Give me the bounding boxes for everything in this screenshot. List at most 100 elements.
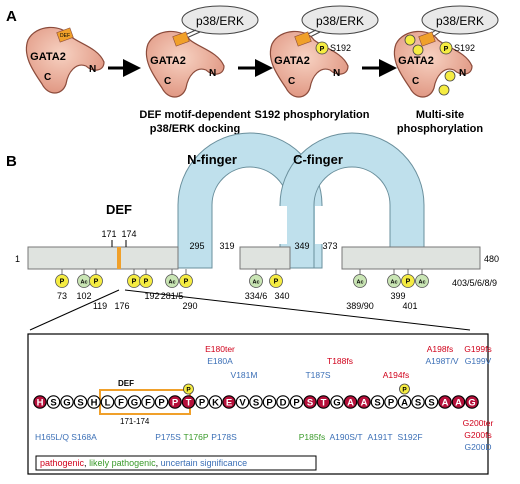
mod-site-label: 399	[390, 291, 405, 301]
gata2-step1: DEF GATA2 C N	[25, 26, 105, 94]
residue-letter: P	[293, 398, 300, 409]
residue-phospho-marker	[399, 383, 410, 395]
mutation-label-below: A190S/T	[329, 432, 362, 442]
residue-circle	[411, 395, 425, 409]
mutation-label-below: P185fs	[299, 432, 325, 442]
mod-site-symbol: Ac	[390, 280, 397, 286]
mutation-label-below: H165L/Q	[35, 432, 69, 442]
residue-letter: G	[63, 398, 70, 409]
residue-circle	[384, 395, 398, 409]
residue-circle	[424, 395, 439, 409]
def-box-label: DEF	[118, 379, 134, 388]
residue-letter: E	[226, 398, 232, 409]
phospho-site-marker	[139, 274, 153, 288]
mutation-label-below: S192F	[397, 432, 422, 442]
mod-site-label: 119	[93, 301, 107, 311]
mod-site-label: 192	[144, 291, 159, 301]
residue-circle	[343, 395, 358, 409]
mutation-label-above: E180ter	[205, 344, 235, 354]
kinase-label-2: p38/ERK	[196, 14, 244, 28]
mutation-label-below: T176P	[183, 432, 208, 442]
residue-circle	[370, 395, 385, 409]
mod-site-label: 401	[402, 301, 417, 311]
zoom-line-right	[124, 289, 471, 331]
mod-site-symbol: P	[144, 279, 149, 286]
residue-letter: P	[158, 398, 165, 409]
c-finger-arch	[279, 132, 425, 269]
phospho-site-marker	[179, 274, 193, 288]
mutation-label-below: G200D	[465, 442, 492, 452]
mod-site-symbol: P	[184, 279, 189, 286]
n-finger-gap	[213, 206, 287, 244]
residue-letter: P	[266, 398, 273, 409]
phospho-site-marker	[401, 274, 415, 288]
mutation-label-below: S168A	[71, 432, 97, 442]
residue-circle	[100, 395, 115, 409]
def-motif-2	[172, 31, 190, 47]
protein-bar-mid	[239, 246, 291, 270]
panel-b-letter: B	[6, 153, 17, 170]
legend-sep1: ,	[84, 458, 89, 468]
n-finger-label: N-finger	[187, 152, 237, 167]
mod-site-symbol: P	[274, 279, 279, 286]
phospho-d-4	[438, 84, 450, 96]
def-range-label: 171-174	[120, 417, 150, 426]
residue-circle	[181, 395, 196, 409]
gata2-step4: p38/ERK P S192 GATA2 C N Multi-site phos…	[393, 5, 499, 135]
panel-a-letter: A	[6, 8, 17, 25]
residue-letter: A	[401, 398, 408, 409]
residue-circle	[235, 395, 250, 409]
residue-circle	[276, 395, 290, 409]
residue-phospho-symbol: P	[402, 387, 407, 394]
c-term-1: C	[44, 72, 51, 83]
residue-letter: P	[199, 398, 206, 409]
acetyl-site-marker	[387, 274, 401, 288]
def-start-label: 171	[101, 229, 116, 239]
gata2-label-4: GATA2	[398, 55, 434, 67]
mutation-label-below: G200fs	[464, 430, 491, 440]
def-label: DEF	[106, 202, 132, 217]
mod-site-symbol: Ac	[80, 280, 87, 286]
mod-site-label: 73	[57, 291, 67, 301]
residue-letter: A	[347, 398, 354, 409]
mod-site-symbol: Ac	[356, 280, 363, 286]
kinase-label-3: p38/ERK	[316, 14, 364, 28]
step4-caption-2: phosphorylation	[397, 123, 483, 135]
residue-circle	[397, 395, 412, 409]
residue-letter: S	[77, 398, 83, 409]
residue-letter: G	[333, 398, 340, 409]
residue-letter: A	[455, 398, 462, 409]
residue-letter: T	[186, 398, 192, 409]
mutation-label-above: A194fs	[383, 370, 409, 380]
mod-site-label: 281/5	[161, 291, 184, 301]
n-term-1: N	[89, 64, 96, 75]
mod-site-label: 290	[182, 301, 197, 311]
phospho-site-marker	[269, 274, 283, 288]
phospho-b-4	[412, 44, 424, 56]
phospho-site-marker	[55, 274, 69, 288]
mod-site-symbol: Ac	[168, 280, 175, 286]
phospho-c-4	[444, 70, 456, 82]
mod-site-symbol: Ac	[418, 280, 425, 286]
protein-bar-nterm	[27, 246, 179, 270]
def-motif-4	[418, 31, 436, 47]
finger-bound-349: 349	[294, 241, 309, 251]
site-label-4: S192	[454, 43, 475, 53]
residue-letter: V	[239, 398, 246, 409]
kinase-oval-4	[421, 5, 499, 35]
residue-letter: S	[307, 398, 313, 409]
residue-letter: D	[280, 398, 287, 409]
gata2-step2: p38/ERK GATA2 C N DEF motif-dependent p3…	[139, 5, 259, 135]
phospho-symbol-3: P	[320, 46, 325, 53]
gata2-step3: p38/ERK P S192 GATA2 C N S192 phosphoryl…	[255, 5, 379, 121]
mutation-label-below: A191T	[367, 432, 392, 442]
residue-circle	[168, 395, 182, 409]
mod-site-label: 389/90	[346, 301, 374, 311]
residue-circle	[451, 395, 466, 409]
residue-circle	[87, 395, 101, 409]
residue-circle	[127, 395, 142, 409]
c-finger-label: C-finger	[293, 152, 343, 167]
